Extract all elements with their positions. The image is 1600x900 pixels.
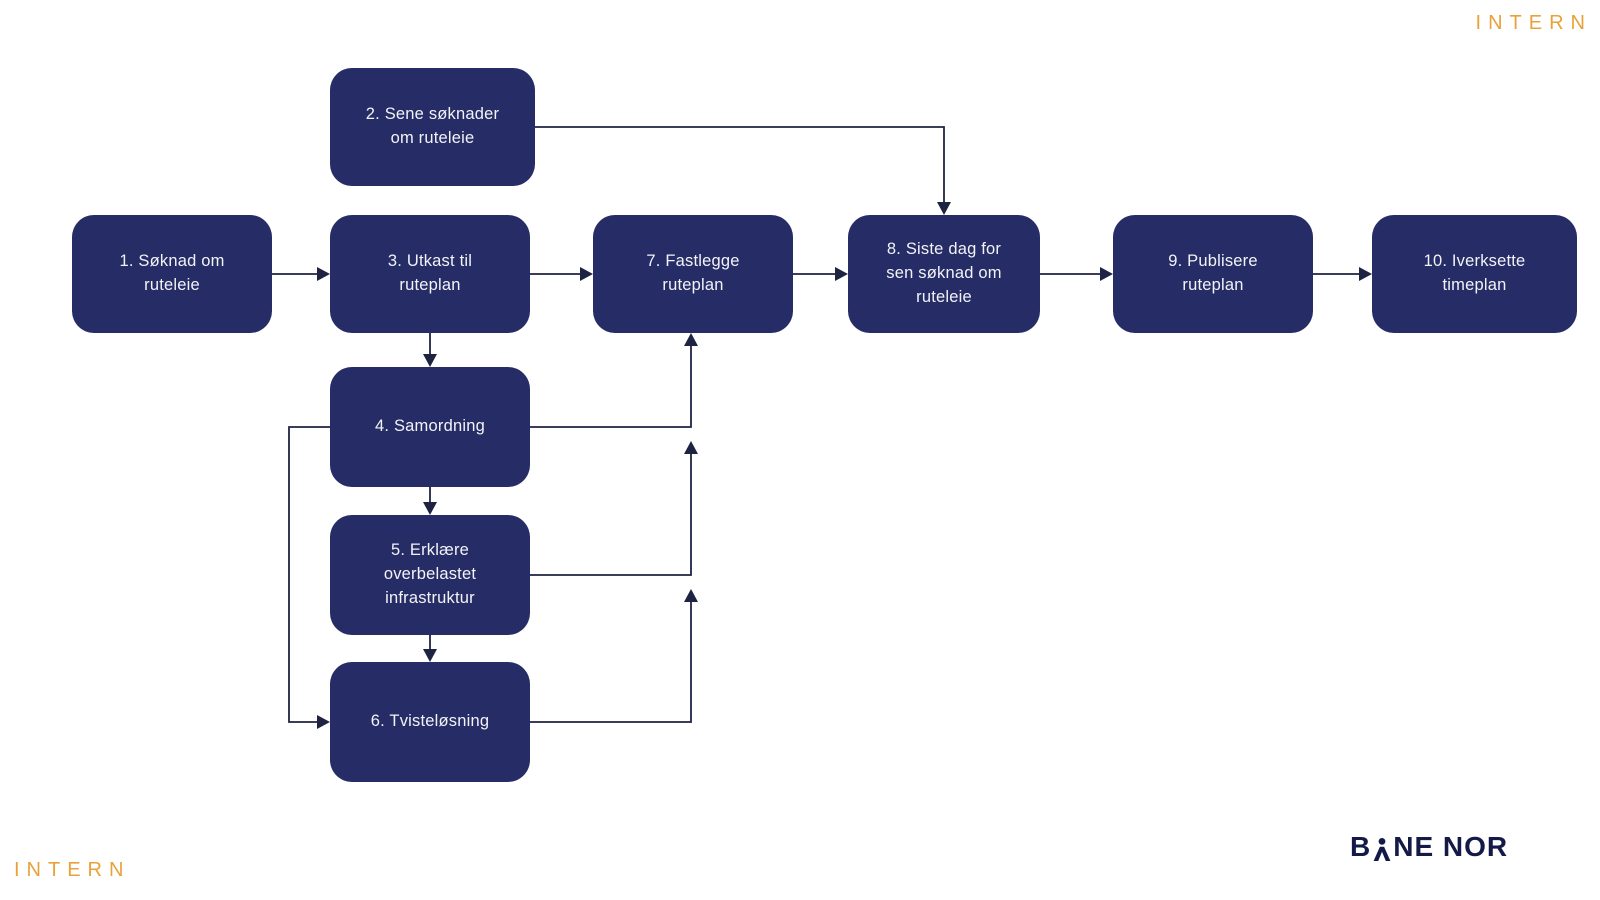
node-9-publisere-ruteplan: 9. Publisere ruteplan (1113, 215, 1313, 333)
bane-nor-a-rail-icon (1372, 838, 1392, 861)
arrowhead-down-icon (937, 202, 951, 215)
arrowhead-right-icon (1359, 267, 1372, 281)
connector-6-to-7 (530, 589, 698, 723)
node-5-erklare-overbelastet: 5. Erklære overbelastet infrastruktur (330, 515, 530, 635)
node-label: 10. Iverksette timeplan (1423, 252, 1526, 294)
connector-3-to-7 (530, 267, 593, 281)
node-label: 2. Sene søknader om ruteleie (365, 105, 500, 147)
logo-text-b: B (1350, 831, 1372, 862)
connector-5-to-7 (530, 441, 698, 576)
connector-2-to-8 (535, 126, 951, 215)
arrowhead-right-icon (835, 267, 848, 281)
arrowhead-up-icon (684, 589, 698, 602)
node-label: 7. Fastlegge ruteplan (646, 252, 740, 294)
connector-8-to-9 (1040, 267, 1113, 281)
node-3-utkast-til-ruteplan: 3. Utkast til ruteplan (330, 215, 530, 333)
intern-watermark-bottom: INTERN (14, 859, 131, 881)
connector-9-to-10 (1313, 267, 1372, 281)
node-label: 4. Samordning (375, 417, 485, 436)
node-label: 1. Søknad om ruteleie (119, 252, 225, 294)
arrowhead-right-icon (317, 715, 330, 729)
arrowhead-up-icon (684, 333, 698, 346)
arrowhead-up-icon (684, 441, 698, 454)
connector-5-to-6 (423, 635, 437, 662)
node-8-siste-dag-sen-soknad: 8. Siste dag for sen søknad om ruteleie (848, 215, 1040, 333)
node-6-tvistelosning: 6. Tvisteløsning (330, 662, 530, 782)
bane-nor-logo: B NE NOR (1350, 833, 1508, 861)
arrowhead-right-icon (317, 267, 330, 281)
node-label: 5. Erklære overbelastet infrastruktur (383, 541, 477, 607)
node-2-sene-soknader: 2. Sene søknader om ruteleie (330, 68, 535, 186)
arrowhead-right-icon (580, 267, 593, 281)
arrowhead-down-icon (423, 502, 437, 515)
connector-4-to-6-left-loop (288, 426, 330, 729)
arrowhead-right-icon (1100, 267, 1113, 281)
node-1-soknad-om-ruteleie: 1. Søknad om ruteleie (72, 215, 272, 333)
node-label: 3. Utkast til ruteplan (387, 252, 473, 294)
intern-watermark-top: INTERN (1475, 12, 1592, 34)
connector-7-to-8 (793, 267, 848, 281)
arrowhead-down-icon (423, 354, 437, 367)
arrowhead-down-icon (423, 649, 437, 662)
node-label: 6. Tvisteløsning (370, 712, 490, 731)
connector-3-to-4 (423, 333, 437, 367)
connector-1-to-3 (272, 267, 330, 281)
node-10-iverksette-timeplan: 10. Iverksette timeplan (1372, 215, 1577, 333)
connector-4-to-5 (423, 487, 437, 515)
node-7-fastlegge-ruteplan: 7. Fastlegge ruteplan (593, 215, 793, 333)
logo-text-ne-nor: NE NOR (1393, 831, 1509, 862)
connector-4-to-7 (530, 333, 698, 428)
node-4-samordning: 4. Samordning (330, 367, 530, 487)
node-label: 8. Siste dag for sen søknad om ruteleie (886, 240, 1002, 306)
node-label: 9. Publisere ruteplan (1168, 252, 1258, 294)
